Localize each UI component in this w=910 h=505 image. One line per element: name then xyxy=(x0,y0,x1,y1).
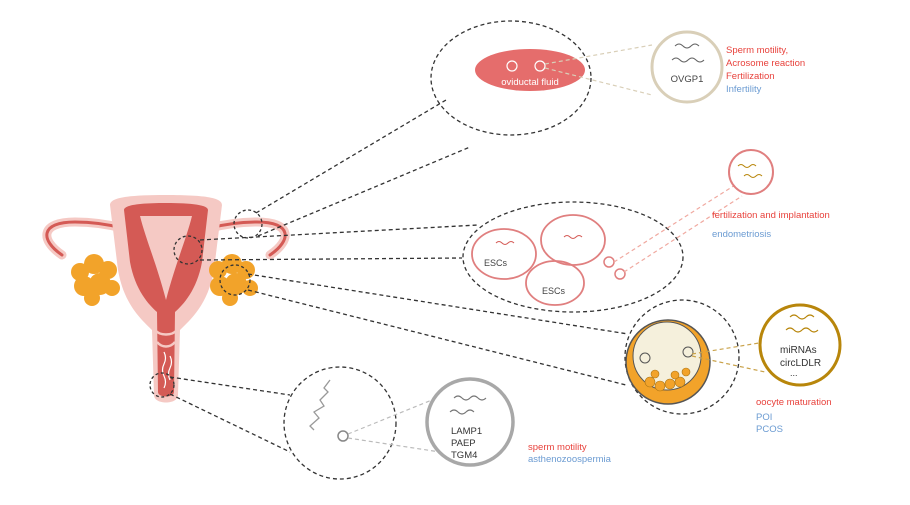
rna-squiggle-icon xyxy=(743,174,763,178)
tgm4-label: TGM4 xyxy=(451,450,477,461)
seminal-disease: asthenozoospermia xyxy=(528,454,612,465)
oviduct-function-1: Sperm motility, xyxy=(726,45,788,56)
rna-squiggle-icon xyxy=(671,57,705,63)
ovary-disease-poi: POI xyxy=(756,412,772,423)
connector-lines xyxy=(169,99,629,453)
granulosa-cells xyxy=(644,367,691,392)
ovary-function: oocyte maturation xyxy=(756,397,832,408)
oviduct-panel: oviductal fluid OVGP1 Sperm motility, Ac… xyxy=(430,20,805,136)
focus-circle-oviduct xyxy=(233,209,263,239)
vesicle-icon xyxy=(534,60,546,72)
cervix-fold xyxy=(156,341,176,348)
oviductal-fluid-blob xyxy=(475,49,585,91)
seminal-panel: LAMP1 PAEP TGM4 sperm motility asthenozo… xyxy=(283,366,612,480)
paep-label: PAEP xyxy=(451,438,476,449)
left-ovary xyxy=(71,254,120,306)
sperm-squiggle-icon xyxy=(167,355,173,381)
esc-cell xyxy=(540,214,606,266)
sperm-squiggle-icon xyxy=(161,351,167,389)
oviduct-function-2: Acrosome reaction xyxy=(726,58,805,69)
oviduct-function-3: Fertilization xyxy=(726,71,775,82)
vesicle-icon xyxy=(337,430,349,442)
esc-cell xyxy=(471,228,537,280)
circldlr-label: circLDLR xyxy=(780,358,821,369)
endometrium-zoom-ellipse xyxy=(462,201,684,313)
uterus-illustration xyxy=(42,195,290,403)
endometrium-panel: ESCs ESCs fertilization and implantation… xyxy=(462,149,830,313)
ovgp1-label: OVGP1 xyxy=(671,74,704,85)
endometrium-vesicle-circle xyxy=(728,149,774,195)
rna-squiggle-icon xyxy=(789,314,815,320)
ovary-panel: miRNAs circLDLR ... oocyte maturation PO… xyxy=(624,299,842,435)
seminal-function: sperm motility xyxy=(528,442,587,453)
ellipsis-label: ... xyxy=(790,368,798,378)
focus-circle-endometrium xyxy=(173,235,203,265)
oviduct-zoom-ellipse xyxy=(430,20,592,136)
rna-squiggle-icon xyxy=(563,235,583,239)
esc-label-1: ESCs xyxy=(484,258,508,268)
oviductal-fluid-label: oviductal fluid xyxy=(501,77,559,88)
rna-squiggle-icon xyxy=(453,395,487,401)
ovary-disease-pcos: PCOS xyxy=(756,424,783,435)
rna-squiggle-icon xyxy=(785,327,819,333)
focus-circle-ovary xyxy=(219,264,251,296)
rna-squiggle-icon xyxy=(495,241,515,245)
sperm-track-icon xyxy=(309,379,331,431)
endometrium-disease: endometriosis xyxy=(712,229,771,240)
ovary-vesicle-circle xyxy=(758,303,842,387)
esc-label-2: ESCs xyxy=(542,286,566,296)
ovary-zoom-circle xyxy=(624,299,740,415)
cervix-fold xyxy=(154,329,178,336)
endometrium-function: fertilization and implantation xyxy=(712,210,830,221)
rna-squiggle-icon xyxy=(737,164,757,168)
rna-squiggle-icon xyxy=(449,409,475,415)
rna-squiggle-icon xyxy=(674,43,700,49)
seminal-vesicle-circle xyxy=(425,377,515,467)
vesicle-icon xyxy=(603,256,615,268)
mirnas-label: miRNAs xyxy=(780,345,817,356)
seminal-zoom-circle xyxy=(283,366,397,480)
esc-cell xyxy=(525,260,585,306)
focus-circle-cervix xyxy=(149,372,175,398)
uterine-cavity xyxy=(140,216,192,300)
vesicle-icon xyxy=(506,60,518,72)
ovgp1-vesicle-circle xyxy=(650,30,724,104)
vesicle-icon xyxy=(682,346,694,358)
vesicle-icon xyxy=(614,268,626,280)
vesicle-icon xyxy=(639,352,651,364)
oviduct-disease: Infertility xyxy=(726,84,762,95)
lamp1-label: LAMP1 xyxy=(451,426,482,437)
